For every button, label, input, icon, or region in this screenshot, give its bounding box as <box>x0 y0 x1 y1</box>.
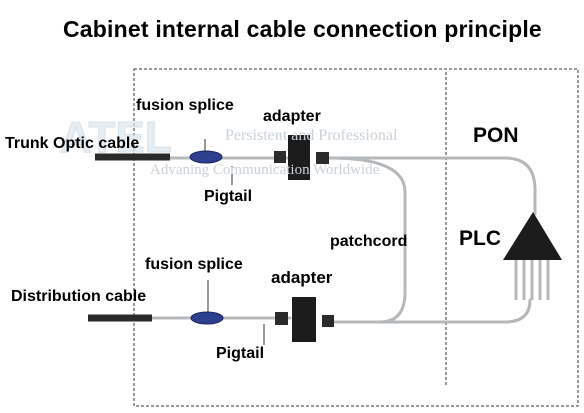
label-trunk-cable: Trunk Optic cable <box>5 135 140 152</box>
label-adapter-bottom: adapter <box>271 268 333 287</box>
fiber-paths <box>148 156 537 324</box>
fusion-splice-bottom <box>190 311 224 325</box>
label-fusion-splice-bottom: fusion splice <box>145 256 243 273</box>
label-plc: PLC <box>459 227 501 250</box>
fusion-splice-top <box>189 150 223 164</box>
label-fusion-splice-top: fusion splice <box>136 97 234 114</box>
label-patchcord: patchcord <box>330 233 408 250</box>
adapter-bottom <box>275 297 334 342</box>
label-pigtail-top: Pigtail <box>204 188 253 205</box>
watermark-line1: Persistent and Professional <box>225 127 398 144</box>
watermark-line2: Advaning Communication Worldwide <box>150 162 380 178</box>
label-distribution-cable: Distribution cable <box>11 288 147 305</box>
watermark-logo: ATEL <box>60 113 173 163</box>
fiber-plc-out <box>328 298 532 324</box>
plc-output-fibers <box>514 260 550 300</box>
diagram-title: Cabinet internal cable connection princi… <box>63 16 542 42</box>
plc-splitter <box>503 212 562 260</box>
adapter-top <box>274 135 329 180</box>
label-pigtail-bottom: Pigtail <box>216 345 265 362</box>
fiber-pon <box>328 156 537 216</box>
label-adapter-top: adapter <box>263 108 321 125</box>
label-pon: PON <box>473 124 519 147</box>
watermark-logo-text: ATEL <box>60 113 172 162</box>
cabinet-outline <box>133 68 579 407</box>
fiber-patchcord <box>328 156 407 324</box>
